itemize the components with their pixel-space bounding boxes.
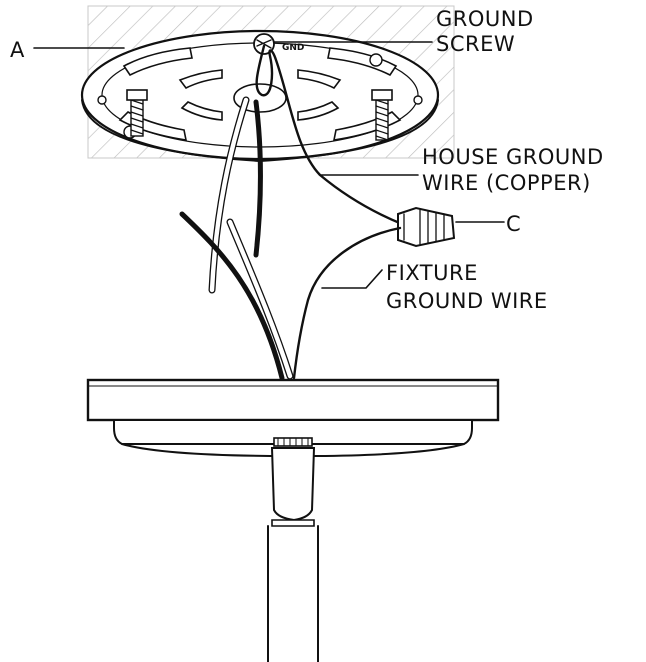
ground-screw: GND (253, 33, 304, 55)
down-rod (267, 437, 319, 662)
label-fixture-ground-line2: GROUND WIRE (386, 289, 548, 313)
house-ground-wire (255, 44, 404, 226)
fixture-ground-wire (292, 226, 402, 380)
plate-slots (118, 47, 402, 141)
label-ground-screw-line1: GROUND (436, 7, 534, 31)
fixture-wires (179, 211, 294, 381)
fixture-canopy (86, 378, 500, 457)
mounting-screw-left (126, 89, 148, 137)
wire-nut (397, 206, 456, 248)
label-a: A (10, 38, 25, 62)
label-fixture-ground-line1: FIXTURE (386, 261, 478, 285)
leader-lines (33, 41, 505, 289)
labels: A GROUND SCREW HOUSE GROUND WIRE (COPPER… (10, 7, 604, 313)
mounting-screw-right (371, 89, 393, 141)
label-c: C (506, 212, 521, 236)
supply-wires (208, 96, 263, 294)
label-ground-screw-line2: SCREW (436, 32, 515, 56)
label-house-ground-line1: HOUSE GROUND (422, 145, 604, 169)
label-house-ground-line2: WIRE (COPPER) (422, 171, 591, 195)
gnd-marking: GND (282, 43, 304, 53)
